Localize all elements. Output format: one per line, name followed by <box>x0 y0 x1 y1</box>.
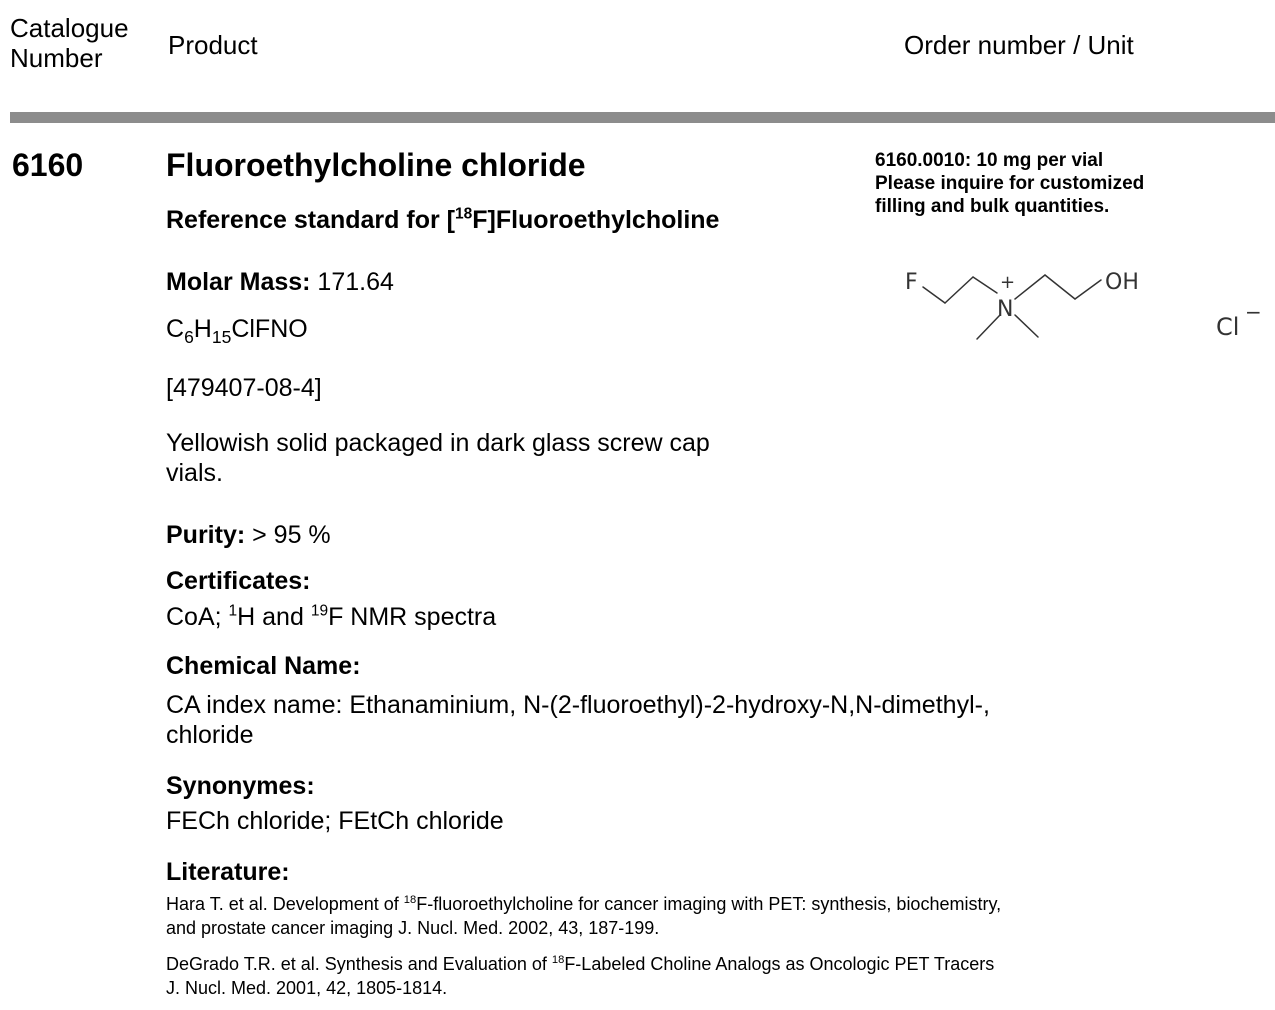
chemical-structure: F N + OH Cl − <box>905 270 1262 341</box>
molar-mass: Molar Mass: 171.64 <box>166 268 394 296</box>
structure-label-n: N <box>997 297 1013 322</box>
catalogue-label-line-2: Number <box>10 43 103 73</box>
product-header: Product <box>168 30 258 60</box>
structure-label-minus: − <box>1245 300 1262 324</box>
structure-label-cl: Cl <box>1216 313 1239 341</box>
certificates-heading: Certificates: <box>166 567 311 595</box>
catalogue-label-line-1: Catalogue <box>10 13 129 43</box>
molecular-formula: C6H15ClFNO <box>166 315 308 347</box>
literature-ref-2-line-1: DeGrado T.R. et al. Synthesis and Evalua… <box>166 954 995 974</box>
chemical-name-line-2: chloride <box>166 721 254 749</box>
order-line-2: Please inquire for customized <box>875 173 1145 194</box>
literature-ref-2: DeGrado T.R. et al. Synthesis and Evalua… <box>166 952 1271 1000</box>
purity: Purity: > 95 % <box>166 521 331 549</box>
chemical-name-value: CA index name: Ethanaminium, N-(2-fluoro… <box>166 690 990 750</box>
cas-number: [479407-08-4] <box>166 374 322 402</box>
literature-ref-1-line-1: Hara T. et al. Development of 18F-fluoro… <box>166 894 1002 914</box>
structure-label-f: F <box>905 270 918 295</box>
structure-label-oh: OH <box>1105 270 1139 295</box>
product-name: Fluoroethylcholine chloride <box>166 147 586 183</box>
order-line-3: filling and bulk quantities. <box>875 196 1110 217</box>
chemical-name-heading: Chemical Name: <box>166 652 361 680</box>
catalogue-number-header: Catalogue Number <box>10 13 129 73</box>
header-divider <box>10 112 1275 123</box>
synonymes-value: FECh chloride; FEtCh chloride <box>166 807 504 835</box>
literature-ref-1-line-2: and prostate cancer imaging J. Nucl. Med… <box>166 918 660 938</box>
literature-ref-1: Hara T. et al. Development of 18F-fluoro… <box>166 892 1271 940</box>
description-line-1: Yellowish solid packaged in dark glass s… <box>166 429 710 457</box>
product-subtitle: Reference standard for [18F]Fluoroethylc… <box>166 205 720 234</box>
order-header: Order number / Unit <box>904 30 1134 60</box>
certificates-value: CoA; 1H and 19F NMR spectra <box>166 602 497 631</box>
literature-heading: Literature: <box>166 858 290 886</box>
literature-ref-2-line-2: J. Nucl. Med. 2001, 42, 1805-1814. <box>166 978 448 998</box>
structure-label-plus: + <box>1000 272 1015 293</box>
synonymes-heading: Synonymes: <box>166 772 315 800</box>
description: Yellowish solid packaged in dark glass s… <box>166 428 710 488</box>
order-line-1: 6160.0010: 10 mg per vial <box>875 150 1104 171</box>
description-line-2: vials. <box>166 459 223 487</box>
chemical-name-line-1: CA index name: Ethanaminium, N-(2-fluoro… <box>166 691 990 719</box>
catalogue-number: 6160 <box>12 147 84 183</box>
order-info: 6160.0010: 10 mg per vial Please inquire… <box>875 149 1144 218</box>
